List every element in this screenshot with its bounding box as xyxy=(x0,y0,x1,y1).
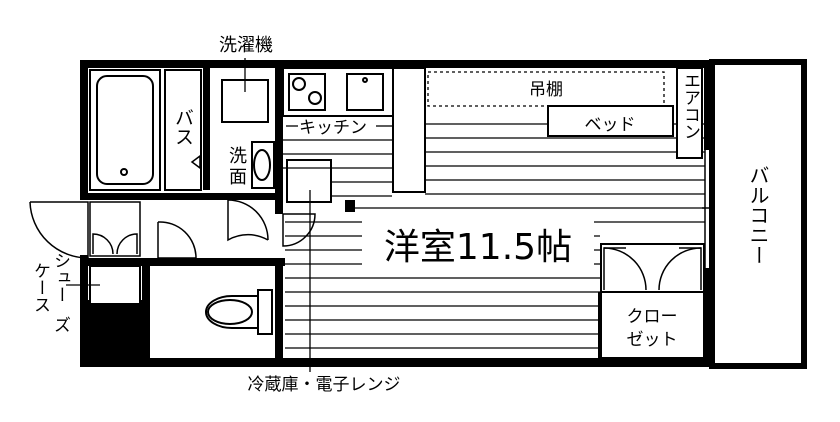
bath-door xyxy=(164,69,202,191)
shoe-case-label-3: ケース xyxy=(30,262,50,313)
washing-machine xyxy=(221,58,269,123)
kitchen-label: キッチン xyxy=(299,118,367,138)
toilet-icon xyxy=(205,289,273,335)
shoe-case-doors xyxy=(89,201,141,257)
closet xyxy=(600,243,705,359)
bed-label: ベッド xyxy=(585,115,636,135)
balcony-label: バルコニー xyxy=(746,165,770,265)
closet-label-2: ゼット xyxy=(627,330,678,350)
washbasin-icon xyxy=(251,141,275,189)
room-label: 洋室11.5帖 xyxy=(384,227,572,268)
stove-icon xyxy=(288,73,326,111)
washing-machine-label: 洗濯機 xyxy=(219,35,273,56)
bath-door-marker xyxy=(190,154,201,170)
room-label-bg xyxy=(362,216,594,270)
shoe-case-label-1: シュー xyxy=(50,252,70,303)
shoe-case-label-2: ズ xyxy=(50,316,70,333)
closet-doors xyxy=(603,247,702,291)
closet-label-1: クロー xyxy=(627,307,678,327)
bathtub-icon xyxy=(89,69,161,191)
balcony xyxy=(709,59,807,369)
bath-label: バス xyxy=(172,108,194,146)
door-swing-icon xyxy=(29,199,316,259)
bed xyxy=(547,105,674,137)
aircon-label: エアコン xyxy=(680,72,700,140)
sink-icon xyxy=(346,73,384,111)
aircon xyxy=(676,67,703,159)
hanging-shelf xyxy=(427,71,665,107)
kitchen-counter xyxy=(282,67,426,203)
washbasin-label-1: 洗 xyxy=(229,146,247,167)
fridge-label: 冷蔵庫・電子レンジ xyxy=(248,375,401,395)
washbasin-label-2: 面 xyxy=(229,167,247,188)
walls xyxy=(80,60,712,367)
hanging-shelf-label: 吊棚 xyxy=(529,80,563,100)
